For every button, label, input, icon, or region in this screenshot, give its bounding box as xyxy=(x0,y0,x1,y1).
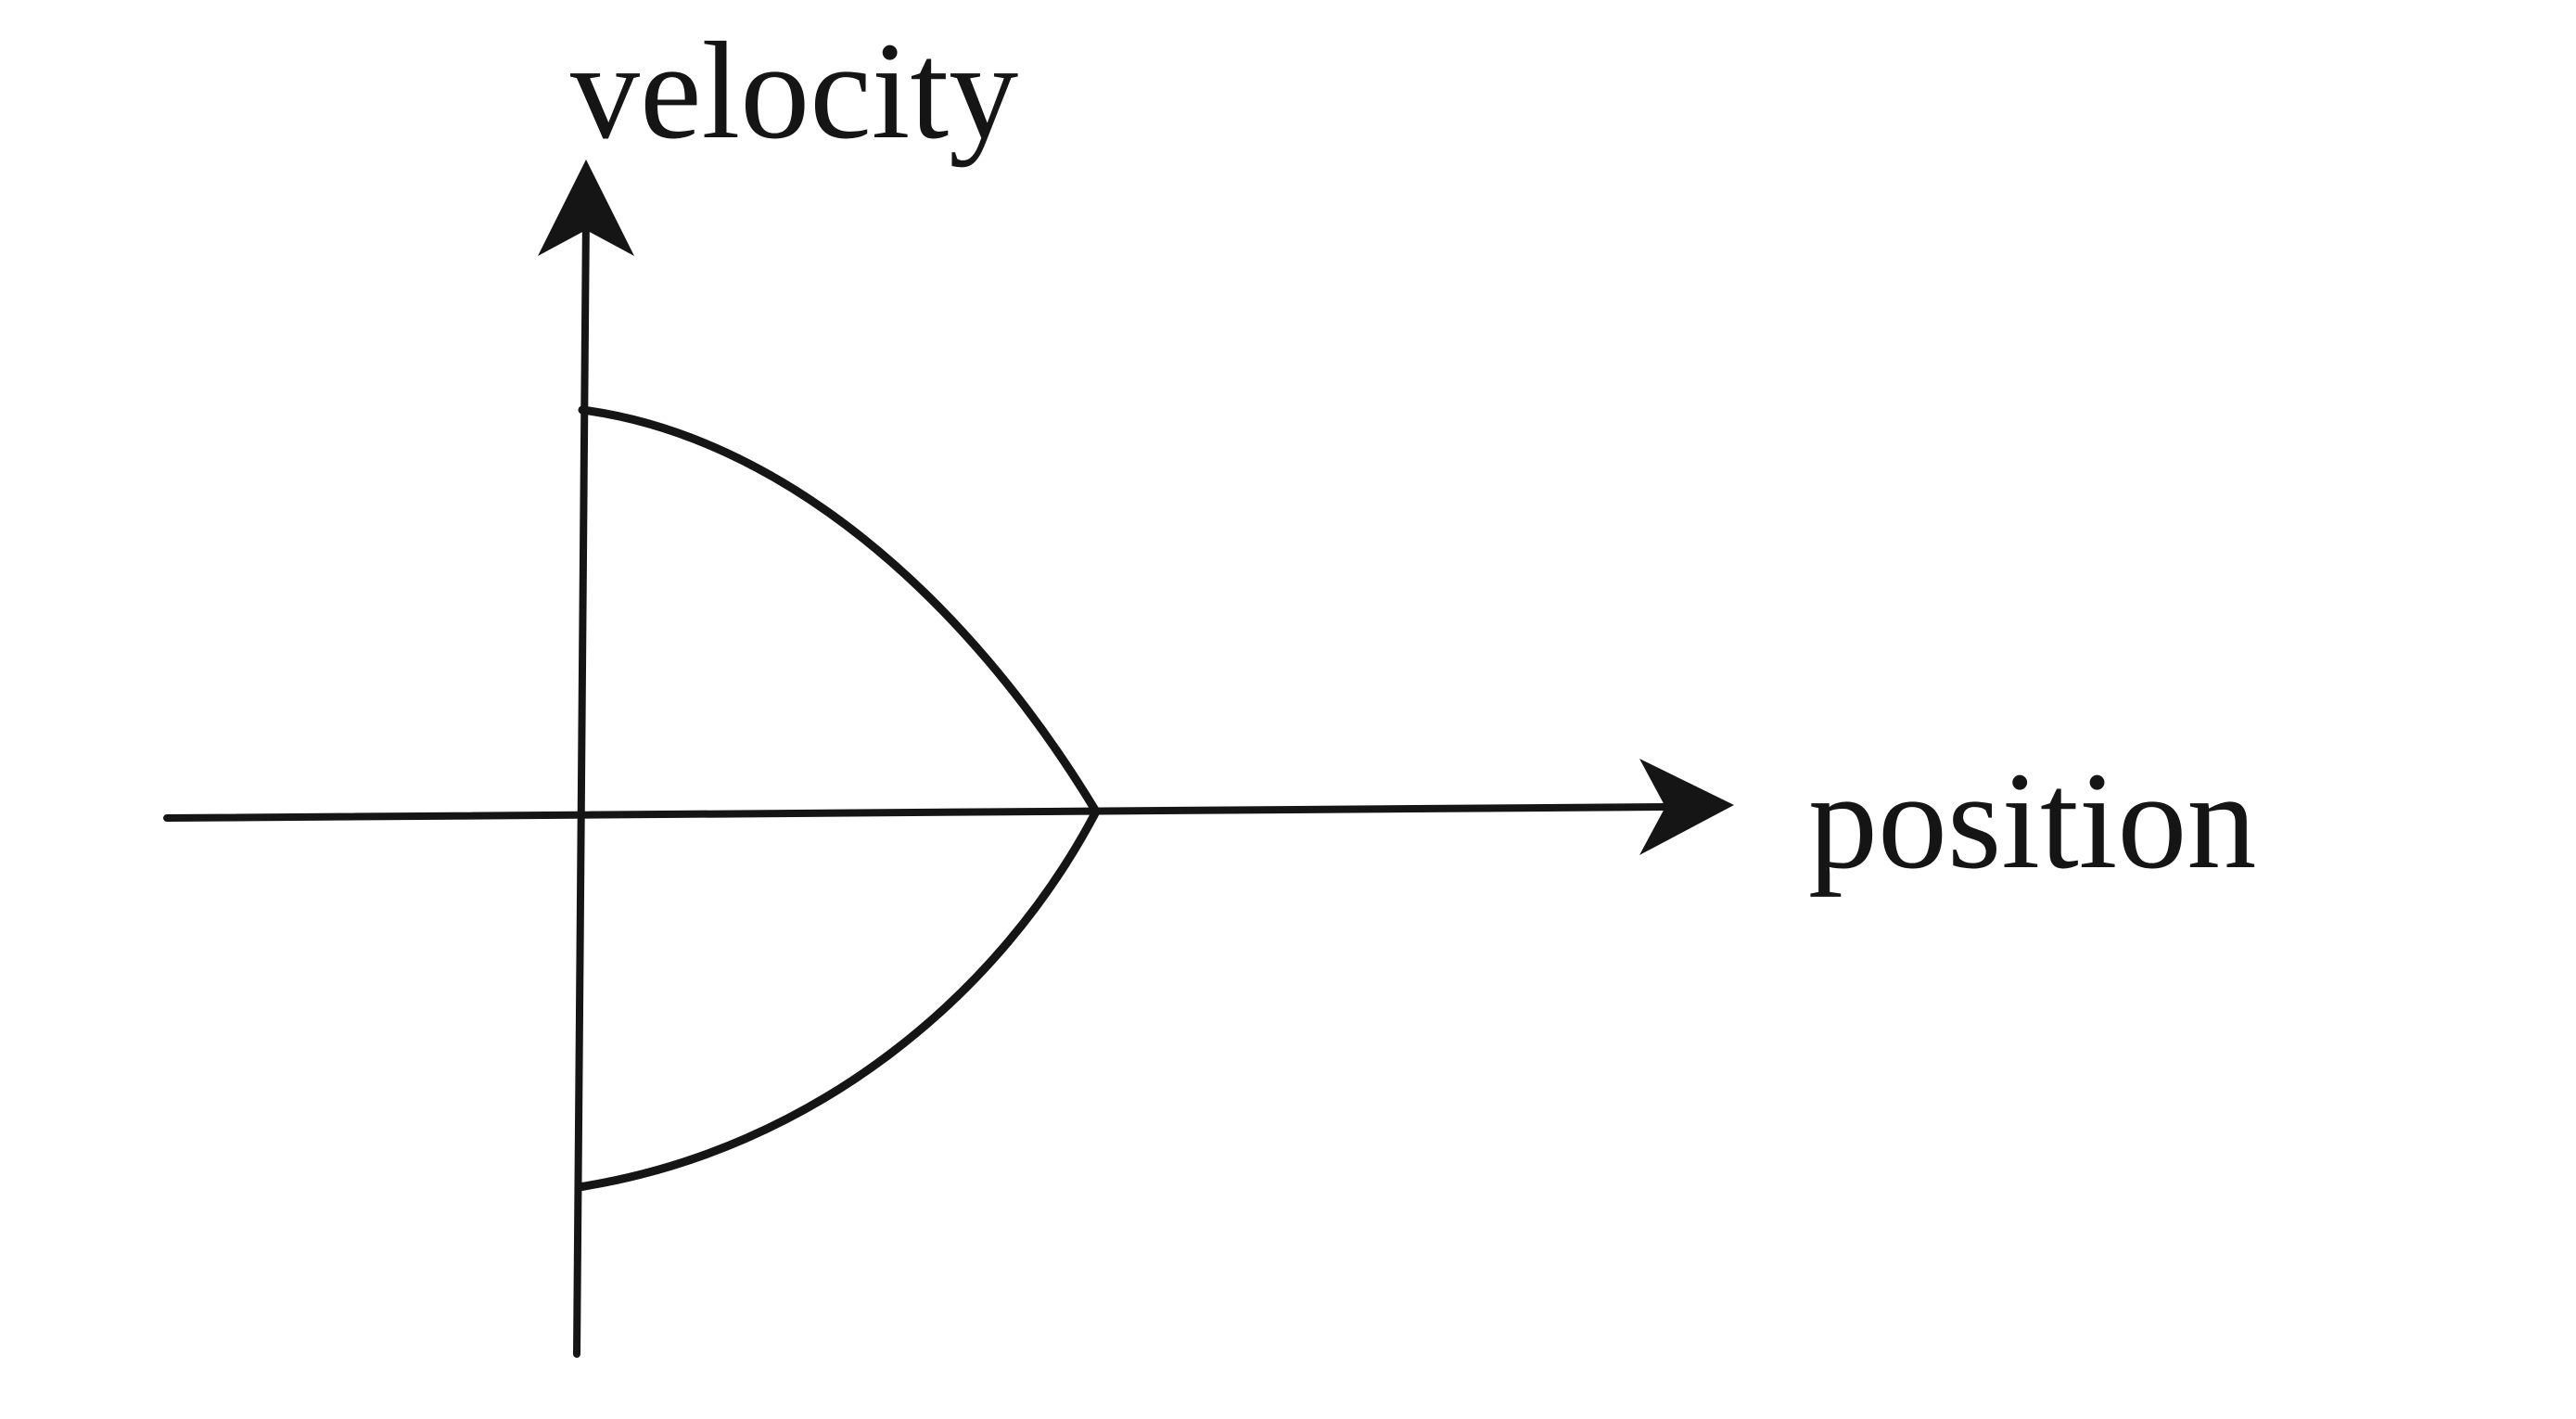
position-axis-arrowhead xyxy=(1639,759,1734,855)
position-axis-label: position xyxy=(1808,744,2256,898)
velocity-axis-label: velocity xyxy=(570,14,1018,168)
velocity-axis xyxy=(573,210,590,1358)
position-axis xyxy=(163,803,1673,822)
lower-curve-branch xyxy=(574,807,1101,1192)
upper-curve-branch xyxy=(578,405,1101,816)
velocity-axis-arrowhead xyxy=(538,160,634,256)
